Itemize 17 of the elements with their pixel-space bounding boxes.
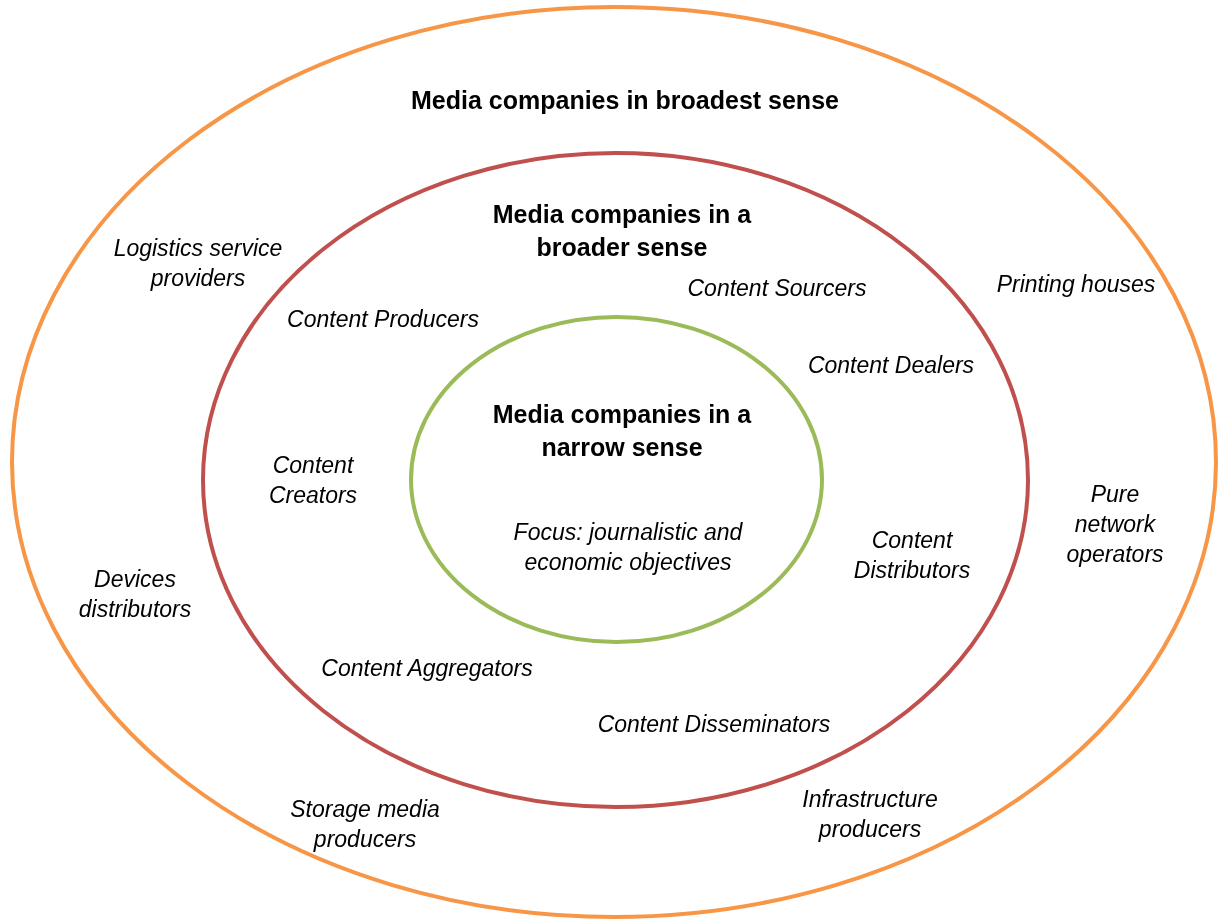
category-label: Storage media producers bbox=[289, 795, 441, 854]
category-label: Devices distributors bbox=[77, 565, 193, 624]
ring-heading: Media companies in a broader sense bbox=[491, 198, 753, 262]
category-label: Logistics service providers bbox=[112, 234, 284, 293]
category-label: Content Sourcers bbox=[686, 274, 868, 304]
category-label: Content Dealers bbox=[806, 351, 976, 381]
ring-heading: Media companies in broadest sense bbox=[410, 84, 840, 116]
ring-heading: Media companies in a narrow sense bbox=[491, 398, 753, 462]
category-label: Content Disseminators bbox=[596, 710, 832, 740]
category-label: Printing houses bbox=[995, 270, 1157, 300]
category-label: Content Distributors bbox=[852, 526, 972, 585]
category-label: Infrastructure producers bbox=[801, 785, 939, 844]
category-label: Content Creators bbox=[267, 451, 359, 510]
focus-note: Focus: journalistic and economic objectives bbox=[512, 518, 744, 577]
category-label: Content Aggregators bbox=[320, 654, 534, 684]
category-label: Content Producers bbox=[286, 305, 480, 335]
category-label: Pure network operators bbox=[1065, 480, 1165, 569]
